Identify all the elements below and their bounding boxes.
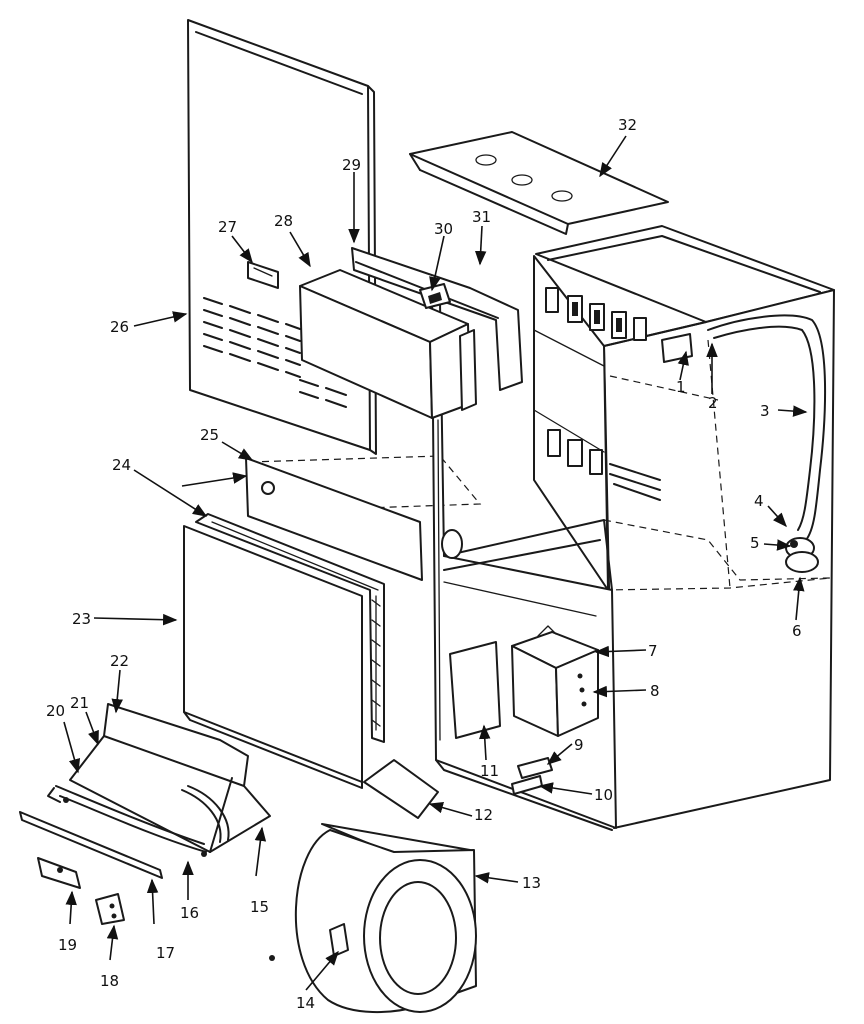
callout-3: 3 bbox=[760, 402, 770, 420]
callout-27: 27 bbox=[218, 218, 237, 236]
door-panel-23 bbox=[183, 525, 363, 789]
blower-housing-13 bbox=[269, 823, 477, 1013]
furnace-cabinet bbox=[249, 225, 835, 831]
callout-25: 25 bbox=[200, 426, 219, 444]
callout-24: 24 bbox=[112, 456, 131, 474]
callout-19: 19 bbox=[58, 936, 77, 954]
rail-17 bbox=[19, 811, 163, 879]
callout-28: 28 bbox=[274, 212, 293, 230]
callout-1: 1 bbox=[676, 378, 686, 396]
callout-14: 14 bbox=[296, 994, 315, 1012]
callout-8: 8 bbox=[650, 682, 660, 700]
gas-line-assembly bbox=[661, 314, 827, 573]
rail-panel-25 bbox=[245, 457, 423, 581]
bracket-18 bbox=[95, 893, 125, 925]
filter-24 bbox=[195, 513, 385, 743]
base-assembly bbox=[47, 703, 271, 857]
callout-13: 13 bbox=[522, 874, 541, 892]
motor-mount-12 bbox=[363, 759, 439, 819]
callout-5: 5 bbox=[750, 534, 760, 552]
mount-bracket-29-31 bbox=[351, 247, 523, 391]
callout-16: 16 bbox=[180, 904, 199, 922]
callout-6: 6 bbox=[792, 622, 802, 640]
callout-20: 20 bbox=[46, 702, 65, 720]
callout-2: 2 bbox=[708, 394, 718, 412]
callout-7: 7 bbox=[648, 642, 658, 660]
plate-9 bbox=[517, 757, 553, 779]
callout-22: 22 bbox=[110, 652, 129, 670]
callout-18: 18 bbox=[100, 972, 119, 990]
callout-11: 11 bbox=[480, 762, 499, 780]
callout-4: 4 bbox=[754, 492, 764, 510]
callout-15: 15 bbox=[250, 898, 269, 916]
callout-29: 29 bbox=[342, 156, 361, 174]
top-cover-32 bbox=[409, 131, 669, 235]
callout-23: 23 bbox=[72, 610, 91, 628]
callout-12: 12 bbox=[474, 806, 493, 824]
callout-9: 9 bbox=[574, 736, 584, 754]
mount-14 bbox=[329, 923, 349, 957]
side-panel-26 bbox=[187, 19, 377, 455]
upper-vent-slots bbox=[545, 287, 647, 341]
callout-30: 30 bbox=[434, 220, 453, 238]
callout-labels: 1 2 3 4 5 6 7 8 9 10 11 12 13 14 15 16 1… bbox=[46, 116, 802, 1012]
callout-32: 32 bbox=[618, 116, 637, 134]
louver-vents bbox=[203, 297, 347, 408]
leader-lines bbox=[63, 135, 808, 991]
callout-26: 26 bbox=[110, 318, 129, 336]
callout-21: 21 bbox=[70, 694, 89, 712]
control-box-7-8 bbox=[511, 625, 599, 737]
callout-17: 17 bbox=[156, 944, 175, 962]
lower-vent-slots bbox=[547, 429, 661, 501]
clip-19 bbox=[37, 857, 81, 889]
callout-10: 10 bbox=[594, 786, 613, 804]
callout-31: 31 bbox=[472, 208, 491, 226]
bracket-11 bbox=[449, 641, 501, 739]
control-housing-28 bbox=[299, 269, 477, 419]
